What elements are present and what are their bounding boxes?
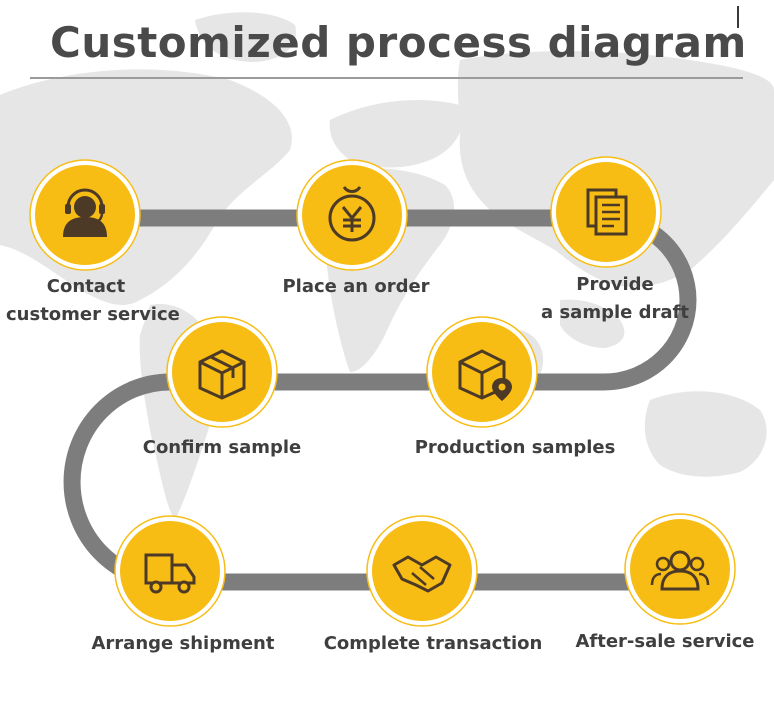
step-label-confirm-sample: Confirm sample	[137, 434, 307, 462]
title-divider	[30, 77, 743, 79]
step-label-line: Production samples	[414, 437, 616, 458]
page-title: Customized process diagram	[50, 18, 747, 67]
step-node	[29, 159, 141, 271]
step-label-place-order: Place an order	[276, 273, 436, 301]
package-box-icon	[198, 349, 246, 400]
step-node	[426, 316, 538, 428]
step-node	[550, 156, 662, 268]
step-node	[114, 515, 226, 627]
step-label-after-sale: After-sale service	[570, 628, 760, 656]
step-label-line: After-sale service	[575, 631, 755, 652]
step-label-line: Complete transaction	[323, 633, 543, 654]
step-disc	[302, 165, 402, 265]
delivery-truck-icon	[144, 553, 196, 594]
step-label-line: a sample draft	[541, 302, 689, 323]
headset-agent-icon	[63, 188, 107, 237]
world-map-background	[0, 12, 774, 520]
step-disc	[372, 521, 472, 621]
step-label-line: Place an order	[282, 276, 430, 297]
step-disc	[120, 521, 220, 621]
handshake-icon	[392, 555, 452, 593]
step-label-line: customer service	[6, 304, 180, 325]
users-group-icon	[650, 550, 710, 591]
documents-icon	[586, 188, 628, 236]
step-label-line: Arrange shipment	[91, 633, 275, 654]
step-label-contact: Contact customer service	[6, 273, 180, 329]
step-label-complete-transaction: Complete transaction	[318, 630, 548, 658]
step-label-line: Contact	[46, 276, 126, 297]
step-label-line: Confirm sample	[142, 437, 302, 458]
top-edge-marker	[737, 6, 739, 28]
step-node	[166, 316, 278, 428]
step-label-arrange-shipment: Arrange shipment	[88, 630, 278, 658]
step-node	[366, 515, 478, 627]
step-node	[296, 159, 408, 271]
yuan-coin-icon	[328, 186, 376, 242]
step-label-line: Provide	[576, 274, 654, 295]
step-label-provide-draft: Provide a sample draft	[535, 271, 695, 327]
step-label-production-samples: Production samples	[405, 434, 625, 462]
box-location-icon	[458, 349, 512, 401]
step-node	[624, 513, 736, 625]
